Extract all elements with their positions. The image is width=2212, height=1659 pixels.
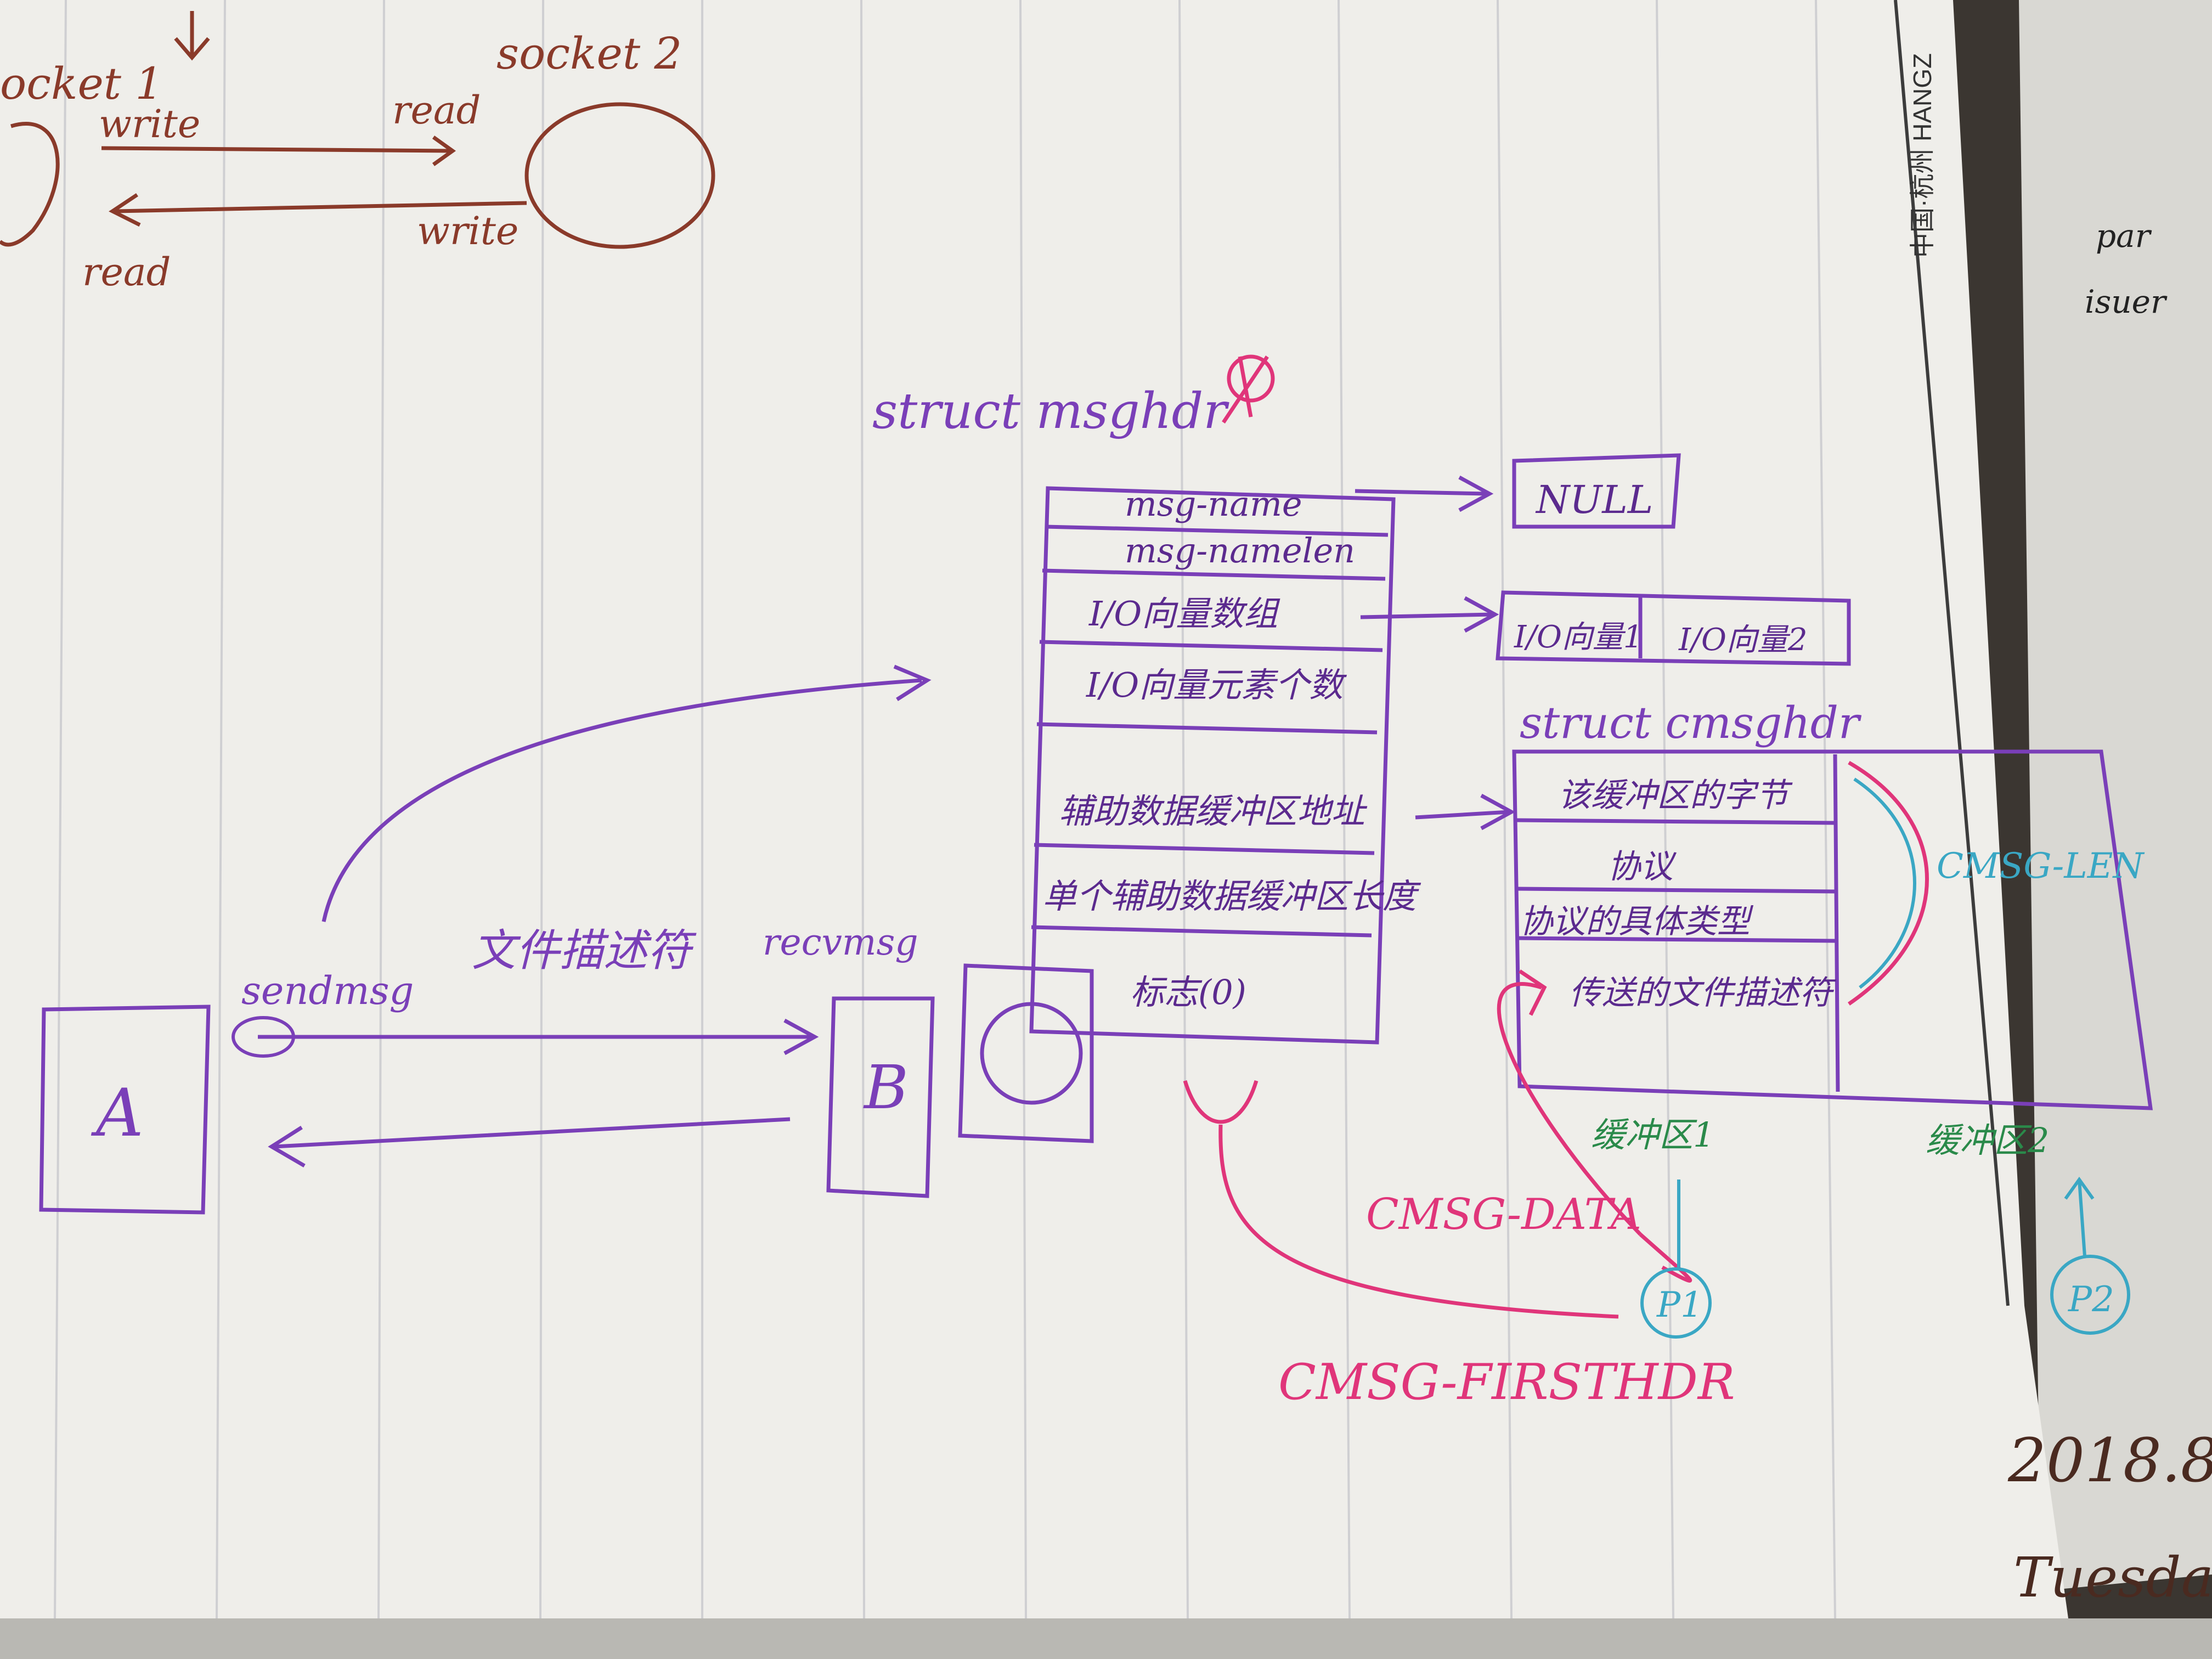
msghdr-field-5: 单个辅助数据缓冲区长度 <box>1042 876 1421 916</box>
flow-arrows <box>258 664 932 1168</box>
paper-bottom-edge <box>0 1618 2212 1659</box>
cmsghdr-field-0: 该缓冲区的字节 <box>1558 776 1793 815</box>
box-b-label: B <box>863 1052 909 1122</box>
side-notebook-page <box>2019 0 2212 1591</box>
sendmsg-scribble <box>232 1016 295 1058</box>
printed-hangzhou-text: 中国·杭州 HANGZ <box>1908 53 1937 258</box>
cmsghdr-table <box>1512 749 2153 1110</box>
cmsg-data-tail <box>1639 1233 1692 1283</box>
write-label-top: write <box>99 101 200 146</box>
msghdr-field-0: msg-name <box>1125 484 1302 524</box>
date-text: 2018.8.2 <box>2007 1425 2212 1496</box>
cmsg-firsthdr-label: CMSG-FIRSTHDR <box>1278 1353 1735 1411</box>
socket-sketch <box>0 11 715 249</box>
cmsghdr-field-2: 协议的具体类型 <box>1520 902 1754 941</box>
msghdr-title: struct msghdr <box>872 382 1229 440</box>
msghdr-field-4: 辅助数据缓冲区地址 <box>1059 791 1368 831</box>
socket2-circle <box>524 102 715 249</box>
box-a <box>39 1005 211 1215</box>
iovec-boxes <box>1496 590 1851 666</box>
weekday-text: Tuesday <box>2013 1545 2212 1610</box>
buffer1-label: 缓冲区1 <box>1591 1115 1714 1155</box>
sendmsg-label: sendmsg <box>241 968 414 1013</box>
down-arrow <box>174 11 210 61</box>
read-arrowhead <box>109 193 141 227</box>
pink-scribble <box>1222 354 1275 424</box>
msghdr-field-3: I/O向量元素个数 <box>1086 665 1347 705</box>
p1-label: P1 <box>1656 1285 1703 1325</box>
main-paper <box>0 0 2068 1618</box>
null-box <box>1512 453 1681 529</box>
p2-label: P2 <box>2068 1279 2114 1320</box>
iovec-1: I/O向量1 <box>1514 619 1643 655</box>
read-label-bottom: read <box>82 250 171 295</box>
side-note-1: par <box>2096 217 2152 255</box>
p2-circle <box>2050 1255 2130 1335</box>
msghdr-field-1: msg-namelen <box>1125 531 1355 571</box>
socket2-label: socket 2 <box>496 28 682 79</box>
cmsghdr-field-1: 协议 <box>1607 848 1677 886</box>
write-arrow-right <box>101 146 450 153</box>
msghdr-link-arrow <box>321 664 932 922</box>
msghdr-field-6: 标志(0) <box>1130 972 1246 1012</box>
write-arrow-left <box>115 201 527 213</box>
msghdr-field-2: I/O向量数组 <box>1088 594 1280 634</box>
cmsg-len-bracket-teal <box>1853 777 1916 989</box>
cmsghdr-title: struct cmsghdr <box>1520 697 1862 748</box>
cmsg-firsthdr-arrow <box>1183 1080 1619 1319</box>
box-a-label: A <box>91 1075 144 1152</box>
cmsg-data-label: CMSG-DATA <box>1366 1190 1641 1239</box>
iovec-2: I/O向量2 <box>1678 622 1808 658</box>
read-label-top: read <box>392 88 481 133</box>
box-b-scribble <box>980 1002 1083 1105</box>
p2-pointer <box>2064 1176 2095 1257</box>
msghdr-pointer-arrows <box>1355 475 1516 831</box>
box-b <box>826 996 935 1198</box>
cmsg-len-bracket <box>1848 760 1929 1006</box>
return-arrow <box>268 1117 791 1168</box>
sendmsg-arrow <box>258 1018 819 1056</box>
buffer2-label: 缓冲区2 <box>1926 1120 2049 1160</box>
file-descriptor-label: 文件描述符 <box>472 925 697 976</box>
null-label: NULL <box>1535 477 1653 522</box>
socket1-circle <box>0 122 60 247</box>
write-label-bottom: write <box>417 208 518 253</box>
socket1-label: ocket 1 <box>0 58 163 109</box>
margin-line <box>1894 0 2010 1306</box>
p1-circle <box>1640 1267 1712 1339</box>
cmsg-len-label: CMSG-LEN <box>1937 846 2145 887</box>
cmsghdr-field-3: 传送的文件描述符 <box>1569 974 1837 1012</box>
ruled-lines <box>54 0 1836 1619</box>
cmsg-data-arrow <box>1497 969 1642 1236</box>
write-arrowhead <box>432 136 456 166</box>
box-b-copy <box>958 963 1094 1143</box>
msghdr-table <box>1029 486 1396 1045</box>
side-note-2: isuer <box>2085 283 2168 320</box>
recvmsg-label: recvmsg <box>763 921 918 963</box>
